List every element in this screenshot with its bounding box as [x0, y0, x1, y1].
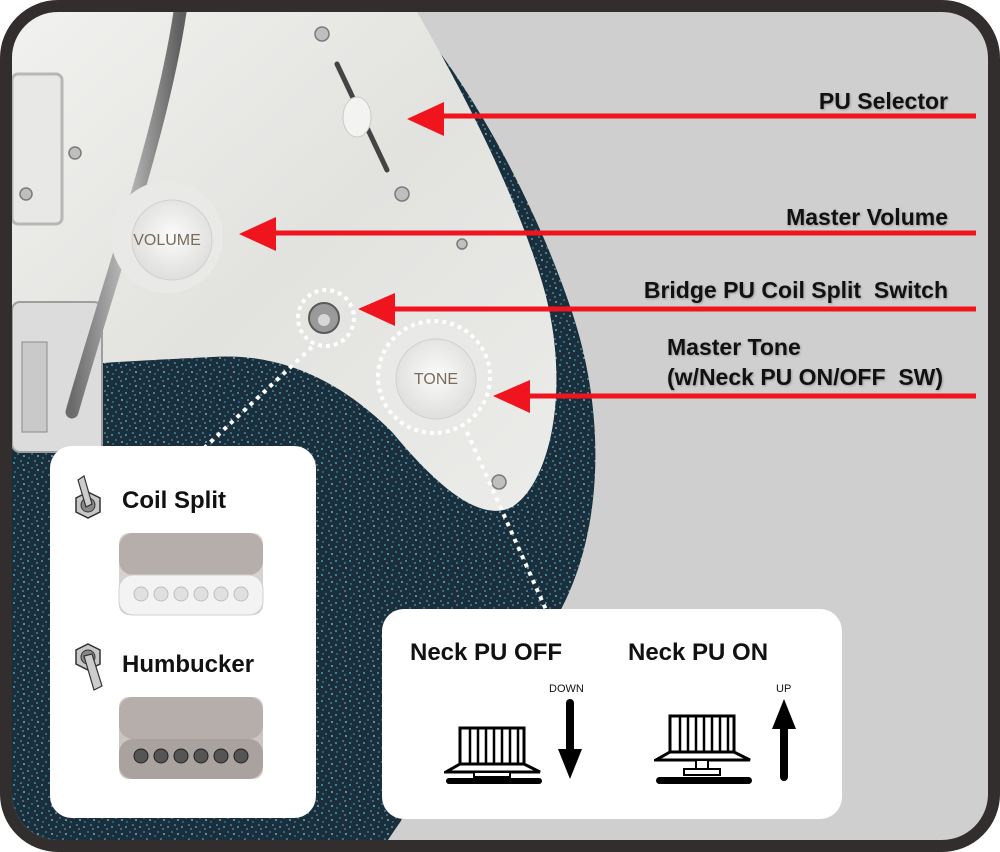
humbucker-pickup-icon [119, 697, 263, 779]
coil-split-label: Coil Split [122, 487, 226, 514]
callout-coil-split-switch: Bridge PU Coil Split Switch [643, 277, 948, 303]
callout-master-tone-sub: (w/Neck PU ON/OFF SW) [667, 364, 944, 390]
knob-down-icon [444, 726, 542, 784]
coil-mode-panel: Coil Split Humbucker [50, 446, 316, 818]
coil-split-pickup-icon [118, 533, 264, 616]
up-label: UP [776, 683, 792, 695]
bridge-saddle [21, 341, 48, 433]
screws [19, 26, 507, 490]
svg-text:TONE: TONE [414, 371, 458, 388]
neck-pu-on-title: Neck PU ON [628, 639, 769, 666]
pu-selector-switch [334, 61, 390, 173]
volume-knob: VOLUME [111, 181, 223, 293]
down-label: DOWN [549, 683, 584, 695]
knob-up-icon [654, 714, 752, 784]
svg-text:VOLUME: VOLUME [133, 232, 201, 249]
leader-tone [465, 431, 549, 613]
callout-pu-selector: PU Selector [818, 88, 948, 114]
arrow-down-icon [558, 699, 582, 779]
leader-toggle [200, 345, 314, 452]
neck-pu-panel: Neck PU OFF Neck PU ON DOWN UP [382, 609, 842, 819]
callout-master-tone: Master Tone [667, 334, 801, 360]
tone-knob: TONE [376, 319, 492, 435]
arrow-up-icon [772, 699, 796, 781]
callout-arrows [239, 102, 976, 413]
toggle-up-icon [75, 475, 101, 519]
toggle-down-icon [75, 643, 103, 691]
coil-split-toggle [296, 288, 356, 348]
humbucker-label: Humbucker [122, 651, 255, 678]
neck-pickup-cover [12, 72, 64, 226]
callout-master-volume: Master Volume [786, 204, 948, 230]
neck-pu-off-title: Neck PU OFF [410, 639, 563, 666]
